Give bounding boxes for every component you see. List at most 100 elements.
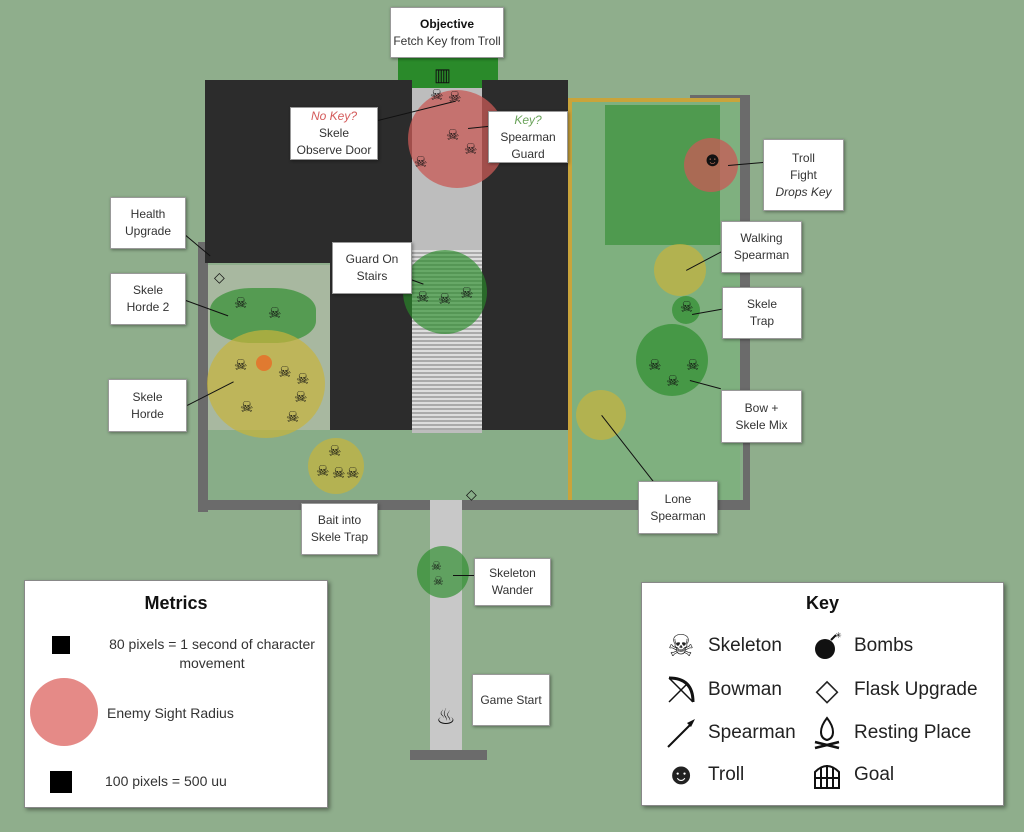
bow-icon xyxy=(664,673,698,707)
key-item-label: Flask Upgrade xyxy=(854,679,978,700)
skeleton-icon: ☠ xyxy=(234,295,248,312)
diamond-icon: ◇ xyxy=(815,673,839,707)
callout-text: Spearman xyxy=(500,129,556,144)
callout-text: Wander xyxy=(491,583,534,597)
skeleton-icon: ☠ xyxy=(433,574,444,588)
skeleton-icon: ☠ xyxy=(316,463,330,480)
key-item-label: Spearman xyxy=(708,722,796,743)
key-item-label: Bombs xyxy=(854,635,914,656)
condition: Key? xyxy=(514,112,542,127)
sight-radius-walking-spearman xyxy=(654,244,706,296)
callout-text: Drops Key xyxy=(775,184,832,199)
skeleton-icon: ☠ xyxy=(332,465,346,482)
callout-text: Bow + xyxy=(744,400,779,415)
callout-text: Guard xyxy=(511,146,545,161)
key-item-label: Troll xyxy=(708,764,745,785)
callout-text: Health xyxy=(130,207,166,221)
skeleton-icon: ☠ xyxy=(240,399,254,416)
skeleton-icon: ☠ xyxy=(666,373,680,390)
callout-text: Fight xyxy=(790,167,817,182)
campfire-icon xyxy=(810,716,844,750)
key-item-label: Resting Place xyxy=(854,722,972,743)
objective-title: Objective xyxy=(419,16,475,31)
callout-text: Horde 2 xyxy=(126,300,170,314)
movement-scale-swatch xyxy=(52,636,70,654)
key-item-spearman: Spearman xyxy=(664,716,796,750)
callout-text: Skele xyxy=(746,297,778,311)
skeleton-icon: ☠ xyxy=(667,629,695,663)
callout-game-start: Game Start xyxy=(472,674,550,726)
flask-upgrade-icon: ◇ xyxy=(466,486,477,502)
skeleton-icon: ☠ xyxy=(346,465,360,482)
skeleton-icon: ☠ xyxy=(680,299,694,316)
callout-text: Horde xyxy=(131,406,164,421)
sight-radius-trap xyxy=(672,296,700,324)
key-item-label: Bowman xyxy=(708,679,782,700)
goal-gate-icon: ▥ xyxy=(434,65,452,85)
goal-area xyxy=(398,58,498,90)
callout-troll-fight: Troll Fight Drops Key xyxy=(763,139,844,211)
uu-scale-text: 100 pixels = 500 uu xyxy=(105,773,227,789)
callout-skele-trap: Skele Trap xyxy=(722,287,802,339)
skeleton-icon: ☠ xyxy=(431,559,442,573)
callout-text: Walking xyxy=(740,231,783,245)
sight-radius-swatch xyxy=(30,678,98,746)
callout-text: Skele Trap xyxy=(310,530,369,544)
spear-icon xyxy=(664,716,698,750)
callout-text: Spearman xyxy=(650,508,706,523)
callout-skele-horde-2: Skele Horde 2 xyxy=(110,273,186,325)
skeleton-icon: ☠ xyxy=(328,443,342,460)
sight-radius-bait xyxy=(308,438,364,494)
callout-bait-skele-trap: Bait into Skele Trap xyxy=(301,503,378,555)
key-item-bombs: ✳ Bombs xyxy=(810,629,913,663)
callout-text: Skele xyxy=(318,126,350,140)
metrics-title: Metrics xyxy=(144,593,208,613)
skeleton-icon: ☠ xyxy=(234,357,248,374)
objective-text: Fetch Key from Troll xyxy=(393,33,501,48)
uu-scale-swatch xyxy=(50,771,72,793)
key-item-skeleton: ☠Skeleton xyxy=(664,629,782,663)
sight-radius-wander xyxy=(417,546,469,598)
key-item-troll: ☻ Troll xyxy=(664,758,744,792)
skeleton-icon: ☠ xyxy=(438,291,452,308)
wall xyxy=(460,500,750,510)
callout-text: Game Start xyxy=(480,692,542,707)
skeleton-icon: ☠ xyxy=(296,371,310,388)
key-item-bowman: Bowman xyxy=(664,673,782,707)
wall xyxy=(198,242,208,512)
skeleton-icon: ☠ xyxy=(414,154,428,171)
skeleton-icon: ☠ xyxy=(460,285,474,302)
callout-text: Skele Mix xyxy=(735,417,788,432)
key-item-goal: Goal xyxy=(810,758,894,792)
objective-callout: Objective Fetch Key from Troll xyxy=(390,7,504,58)
resting-place-icon: ♨ xyxy=(436,704,456,729)
callout-lone-spearman: Lone Spearman xyxy=(638,481,718,534)
sight-radius-stairs-guard xyxy=(403,250,487,334)
skeleton-icon: ☠ xyxy=(278,364,292,381)
key-panel: Key ☠Skeleton Bowman Spearman ☻Troll ✳Bo… xyxy=(641,582,1004,806)
troll-icon: ☻ xyxy=(665,758,697,791)
wall xyxy=(410,750,487,760)
skeleton-icon: ☠ xyxy=(294,389,308,406)
key-item-label: Goal xyxy=(854,764,895,785)
callout-spearman-guard: Key? Spearman Guard xyxy=(488,111,568,163)
bomb-icon: ✳ xyxy=(810,629,844,663)
callout-walking-spearman: Walking Spearman xyxy=(721,221,802,273)
troll-icon: ☻ xyxy=(702,149,724,171)
callout-text: Skele xyxy=(132,389,163,404)
callout-text: Stairs xyxy=(356,269,388,283)
callout-text: Skele xyxy=(132,283,164,297)
callout-text: Skeleton xyxy=(489,566,536,580)
movement-scale-text: 80 pixels = 1 second of character moveme… xyxy=(109,636,315,671)
skeleton-icon: ☠ xyxy=(686,357,700,374)
callout-text: Bait into xyxy=(317,513,362,527)
skeleton-icon: ☠ xyxy=(286,409,300,426)
skeleton-icon: ☠ xyxy=(446,127,460,144)
callout-health-upgrade: Health Upgrade xyxy=(110,197,186,249)
callout-text: Observe Door xyxy=(296,143,372,157)
callout-skele-observe-door: No Key? Skele Observe Door xyxy=(290,107,378,160)
metrics-panel: Metrics 80 pixels = 1 second of characte… xyxy=(24,580,328,808)
sight-radius-lone-spearman xyxy=(576,390,626,440)
skeleton-icon: ☠ xyxy=(464,141,478,158)
gate-icon xyxy=(810,758,844,792)
